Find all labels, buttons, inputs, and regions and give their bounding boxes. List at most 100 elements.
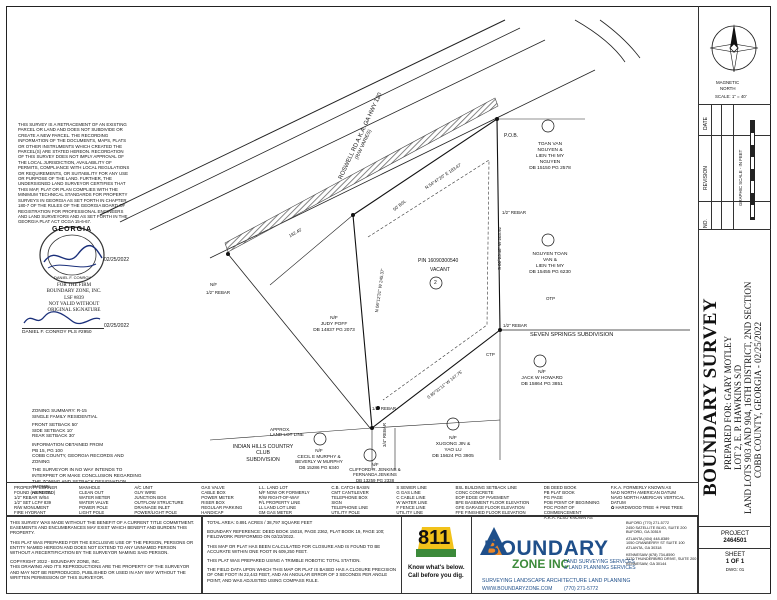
legend-item: S SEWER LINE <box>396 485 427 490</box>
zoning-line: FRONT SETBACK 50' <box>32 422 78 428</box>
office-line: KENNESAW (678) 734-8590 <box>626 552 675 557</box>
neighbor-3: TOAN VAN NGUYEN & LIEN THI MY NGUYEN DB … <box>528 142 572 172</box>
firm-line: ORIGINAL SIGNATURE <box>47 308 101 314</box>
legend-item: CABLE BOX <box>201 490 226 495</box>
owner-line: DB 15286 PG 6340 <box>299 464 339 470</box>
legend-item: MANHOLE <box>79 485 101 490</box>
rebar-label: 1/2" REBAR <box>502 210 527 215</box>
hardwood-tree-icon: ✿ <box>610 505 616 510</box>
legend-item: A/C UNIT <box>134 485 153 490</box>
legend-item: N/F NOW OR FORMERLY <box>258 490 310 495</box>
zoning-line: INFORMATION OBTAINED FROM <box>32 441 104 447</box>
owner-line: DB 14837 PG 2073 <box>313 328 355 333</box>
office-line: BUFORD (770) 271-5772 <box>626 521 670 525</box>
firm-line: FOR THE FIRM <box>56 283 92 288</box>
legend-item: POC POINT OF COMMENCEMENT <box>543 505 582 515</box>
seal-ring-bottom: DANIEL F. CONROY <box>54 275 92 280</box>
brand-tag1: LAND SURVEYING SERVICES <box>564 559 635 565</box>
zoning-line: SINGLE FAMILY RESIDENTIAL <box>32 413 98 419</box>
legend-item: A.K.A. ALSO KNOWN AS <box>543 515 593 520</box>
owner-line: LIEN THI MY NGUYEN <box>535 154 565 165</box>
office-line: BUFORD, GA 30519 <box>626 530 662 535</box>
owner-line: BEVERLY W MURPHY <box>295 459 343 465</box>
legend-item: OUTFLOW STRUCTURE <box>134 500 184 505</box>
brand-tag2: & LAND PLANNING SERVICES <box>564 565 636 571</box>
land-lot-line: APPROX. <box>270 427 291 432</box>
legend-item: CMT CANTILEVER <box>331 490 369 495</box>
legend-item: DRAINAGE INLET <box>134 505 171 510</box>
legend-item: BFE BASEMENT FLOOR ELEVATION <box>455 500 530 505</box>
owner-line: DB 15150 PG 2578 <box>529 166 571 171</box>
rebar-label: N/F <box>210 282 218 287</box>
rebar-label: CTP <box>486 352 495 357</box>
legend-item: BSL BUILDING SETBACK LINE <box>455 485 517 490</box>
zoning-line: THE SURVEYOR IN NO WAY INTENDS TO <box>32 467 123 473</box>
surveyor-signature <box>22 311 102 327</box>
legend-item: PROPERTY CORNER <box>14 485 58 490</box>
owner-line: DB 15864 PG 3851 <box>521 382 563 387</box>
note: THIS MAP OR PLAT HAS BEEN CALCULATED FOR… <box>207 543 381 554</box>
legend-item: UTILITY LINE <box>396 510 424 515</box>
brand-phone: (770) 271-5772 <box>564 586 599 592</box>
parcel-status: VACANT <box>430 267 450 273</box>
zoning-line: COBB COUNTY, GEORGIA RECORDS AND ZONING <box>32 453 124 464</box>
note: THIS DRAWING AND IT'S REPRODUCTIONS ARE … <box>10 564 190 580</box>
legend-item: WATER METER <box>79 495 111 500</box>
neighbor-3b: NGUYEN TOAN VAN & LIEN THI MY DB 15455 P… <box>528 252 572 276</box>
legend <box>6 482 698 516</box>
legend-item: GAS VALVE <box>201 485 225 490</box>
notes-mid: TOTAL AREA: 0.891 ACRES / 38,797 SQUARE … <box>202 516 402 594</box>
title-line-4: COBB COUNTY, GEORGIA - 02/25/2022 <box>753 321 763 478</box>
legend-item: POWER METER <box>201 495 234 500</box>
owner-line: JACK W HOWARD <box>521 376 563 381</box>
legend-item: GFE GARAGE FLOOR ELEVATION <box>455 505 525 510</box>
legend-item: UTILITY POLE <box>331 510 360 515</box>
brand-web: WWW.BOUNDARYZONE.COM <box>482 586 553 592</box>
legend-item: REGULAR PARKING <box>201 505 243 510</box>
legend-item: POWER POLE <box>79 505 108 510</box>
sheet-number: 1 OF 1 <box>725 559 745 565</box>
note: COPYRIGHT 2022 - BOUNDARY ZONE, INC. <box>10 559 101 565</box>
owner-line: JUDY POFF <box>320 322 348 327</box>
neighbor-judy: N/F JUDY POFF DB 14837 PG 2073 <box>304 316 364 334</box>
legend-item: R/W MONUMENT <box>14 505 49 510</box>
legend-item: R/W RIGHT-OF-WAY <box>258 495 300 500</box>
legend-item: CONC CONCRETE <box>455 490 494 495</box>
firm-line: LSF #839 <box>64 295 84 301</box>
graphic-scale-label: GRAPHIC SCALE - IN FEET <box>738 149 743 206</box>
legend-item: G GAS LINE <box>396 490 421 495</box>
owner-line: YAO LU <box>444 448 462 453</box>
legend-item: POWER/LIGHT POLE <box>134 510 178 515</box>
rev-header-revision: REVISION <box>703 166 709 190</box>
land-lot-line: LAND LOT LINE <box>270 432 304 438</box>
call-811-logo: 811 Know what's below. Call before you d… <box>402 516 472 594</box>
firm-line: NOT VALID WITHOUT <box>48 301 100 307</box>
legend-item: LL LAND LOT LINE <box>258 505 297 510</box>
legend-item: PB PLAT BOOK <box>543 490 575 495</box>
title-block <box>698 6 771 594</box>
legend-item: C.B. CATCH BASIN <box>331 485 370 490</box>
subdivision-indian-hills: INDIAN HILLS COUNTRY CLUB SUBDIVISION <box>228 444 298 463</box>
call-label: S 00°23'46" W 203.92' <box>497 226 502 270</box>
office-list: BUFORD (770) 271-5772 2450 SATELLITE BLV… <box>626 521 696 566</box>
dwg-number: DWG: 01 <box>725 567 745 572</box>
neighbor-clifford: N/F CLIFFORD R. JENKINS & FERNANDA JENKI… <box>344 462 406 483</box>
zoning-line: SIDE SETBACK 10' <box>32 427 73 433</box>
brand-logo-mark <box>480 527 508 555</box>
neighbor-xugong: N/F XUGONG JIN & YAO LU DB 15624 PG 3905 <box>426 436 480 460</box>
legend-item: JUNCTION BOX <box>134 495 167 500</box>
zoning-summary: ZONING SUMMARY: R-15 SINGLE FAMILY RESID… <box>32 408 142 495</box>
legend-item: DB DEED BOOK <box>543 485 577 490</box>
firm-block: FOR THE FIRM BOUNDARY ZONE, INC. LSF #83… <box>36 283 112 314</box>
rebar-label: 1/2" REBAR <box>503 323 528 328</box>
office-line: ATLANTA (404) 448-8389 <box>626 536 670 541</box>
brand-name-top: BOUNDARY <box>484 537 609 560</box>
office-line: ATLANTA, GA 30318 <box>626 545 662 550</box>
legend-item: W WATER LINE <box>396 500 428 505</box>
owner-line: N/F <box>315 448 323 453</box>
rev-header-date: DATE <box>703 117 709 130</box>
notes-left: THIS SURVEY WAS MADE WITHOUT THE BENEFIT… <box>6 516 202 594</box>
legend-item-label: HARDWOOD TREE <box>615 505 655 510</box>
owner-line: XUGONG JIN & <box>435 442 471 447</box>
